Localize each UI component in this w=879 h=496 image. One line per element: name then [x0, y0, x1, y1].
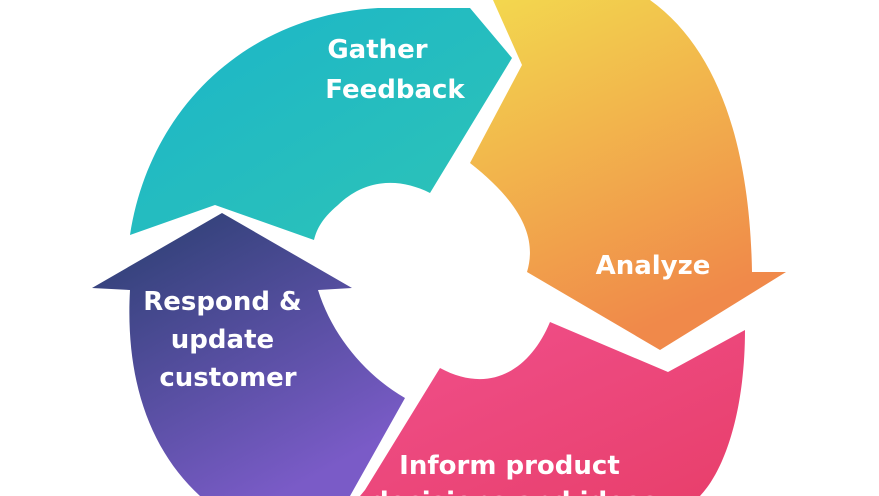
label-respond-line-2: update: [171, 325, 274, 355]
label-gather-feedback: Gather Feedback: [325, 35, 465, 105]
label-analyze-line-1: Analyze: [596, 251, 711, 281]
label-inform-line-1: Inform product: [399, 451, 620, 481]
label-analyze: Analyze: [596, 251, 711, 281]
label-gather-line-1: Gather: [327, 35, 427, 65]
label-respond-line-3: customer: [159, 363, 296, 393]
label-respond-line-1: Respond &: [143, 287, 301, 317]
label-gather-line-2: Feedback: [325, 75, 465, 105]
segment-analyze: [470, 0, 786, 350]
label-respond-update: Respond & update customer: [143, 287, 311, 393]
label-inform-decisions: Inform product decisions and ideas: [370, 451, 658, 496]
segment-gather-feedback: [130, 8, 512, 240]
label-inform-line-2: decisions and ideas: [370, 487, 658, 496]
segment-respond-update: [92, 213, 405, 496]
segment-inform-decisions: [360, 322, 745, 496]
